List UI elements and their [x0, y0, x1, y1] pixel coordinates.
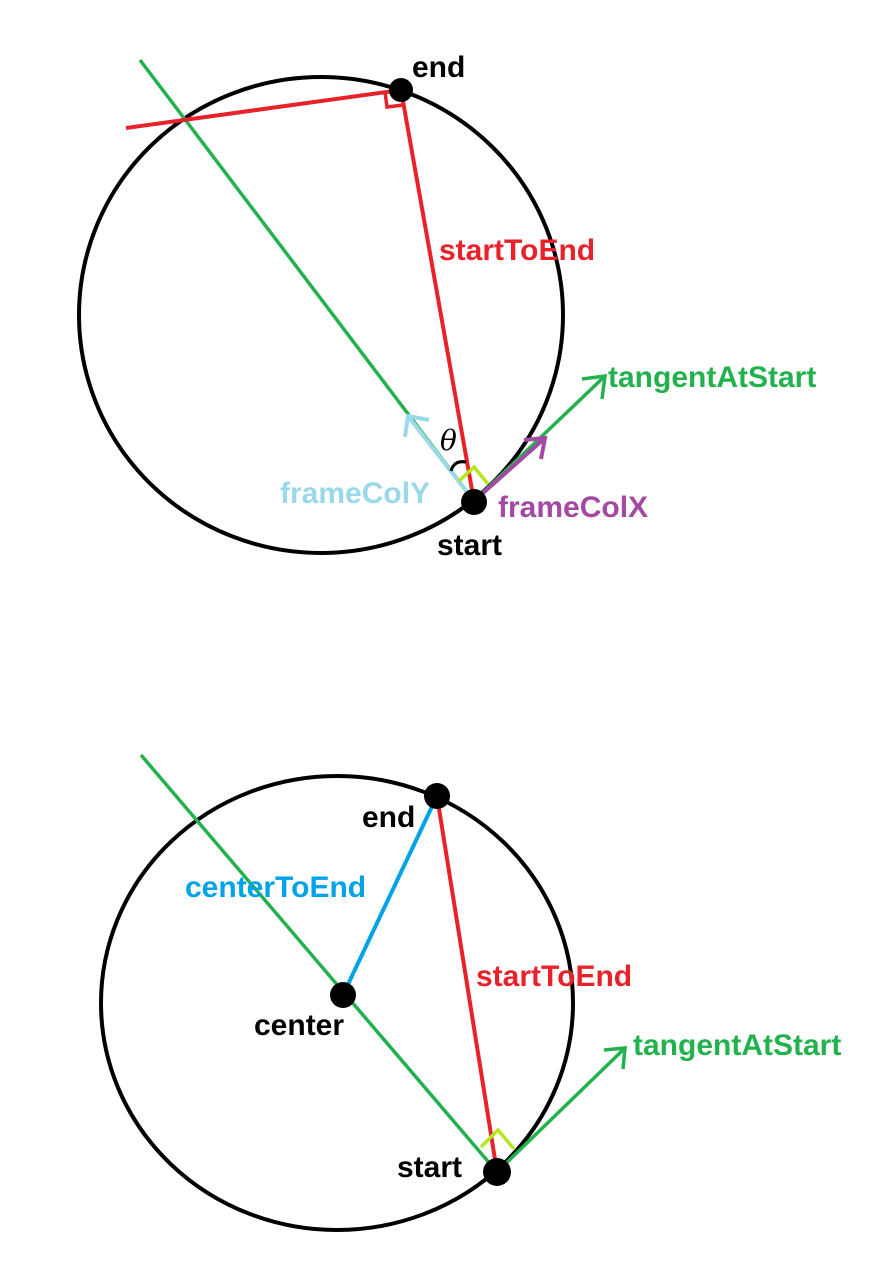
top-start-right-angle-mark — [457, 464, 490, 486]
top-end-right-angle-mark — [383, 91, 404, 109]
top-start-label: start — [437, 529, 502, 562]
top-end-point — [389, 78, 413, 102]
bottom-start-to-end-line — [435, 795, 499, 1173]
bottom-start-point — [483, 1158, 511, 1186]
top-frame-col-y-arrowhead — [403, 413, 430, 438]
bottom-end-point — [424, 783, 450, 809]
top-frame-col-x-arrowhead — [523, 435, 548, 460]
bottom-start-right-angle-mark — [479, 1127, 516, 1151]
diagram-top: end start startToEnd tangentAtStart fram… — [77, 51, 816, 562]
bottom-tangent-arrowhead — [603, 1046, 627, 1070]
top-frame-col-y-line — [406, 414, 476, 503]
bottom-green-radial-line — [139, 753, 499, 1174]
diagram-bottom: end center start centerToEnd startToEnd … — [99, 753, 841, 1232]
top-theta-arc — [449, 460, 467, 472]
top-end-label: end — [412, 51, 465, 84]
top-tangent-arrowhead — [581, 373, 608, 400]
bottom-center-to-end-line — [341, 795, 439, 996]
bottom-start-to-end-label: startToEnd — [476, 960, 632, 993]
bottom-tangent-line — [495, 1046, 627, 1174]
top-theta-label: θ — [440, 424, 457, 457]
top-start-to-end-line — [399, 89, 476, 502]
top-frame-col-y-label: frameColY — [280, 477, 430, 510]
top-frame-col-x-line — [472, 436, 547, 503]
bottom-circle — [99, 774, 575, 1232]
bottom-tangent-at-start-label: tangentAtStart — [633, 1029, 841, 1062]
top-tangent-at-start-label: tangentAtStart — [608, 361, 816, 394]
top-start-to-end-label: startToEnd — [439, 234, 595, 267]
bottom-center-point — [330, 982, 356, 1008]
bottom-start-label: start — [397, 1151, 462, 1184]
top-circle — [77, 75, 565, 555]
bottom-center-label: center — [254, 1009, 344, 1042]
bottom-end-label: end — [362, 801, 415, 834]
top-perpendicular-at-end-line — [125, 88, 402, 130]
top-frame-col-x-label: frameColX — [498, 491, 648, 524]
top-start-point — [461, 489, 487, 515]
bottom-center-to-end-label: centerToEnd — [185, 871, 366, 904]
